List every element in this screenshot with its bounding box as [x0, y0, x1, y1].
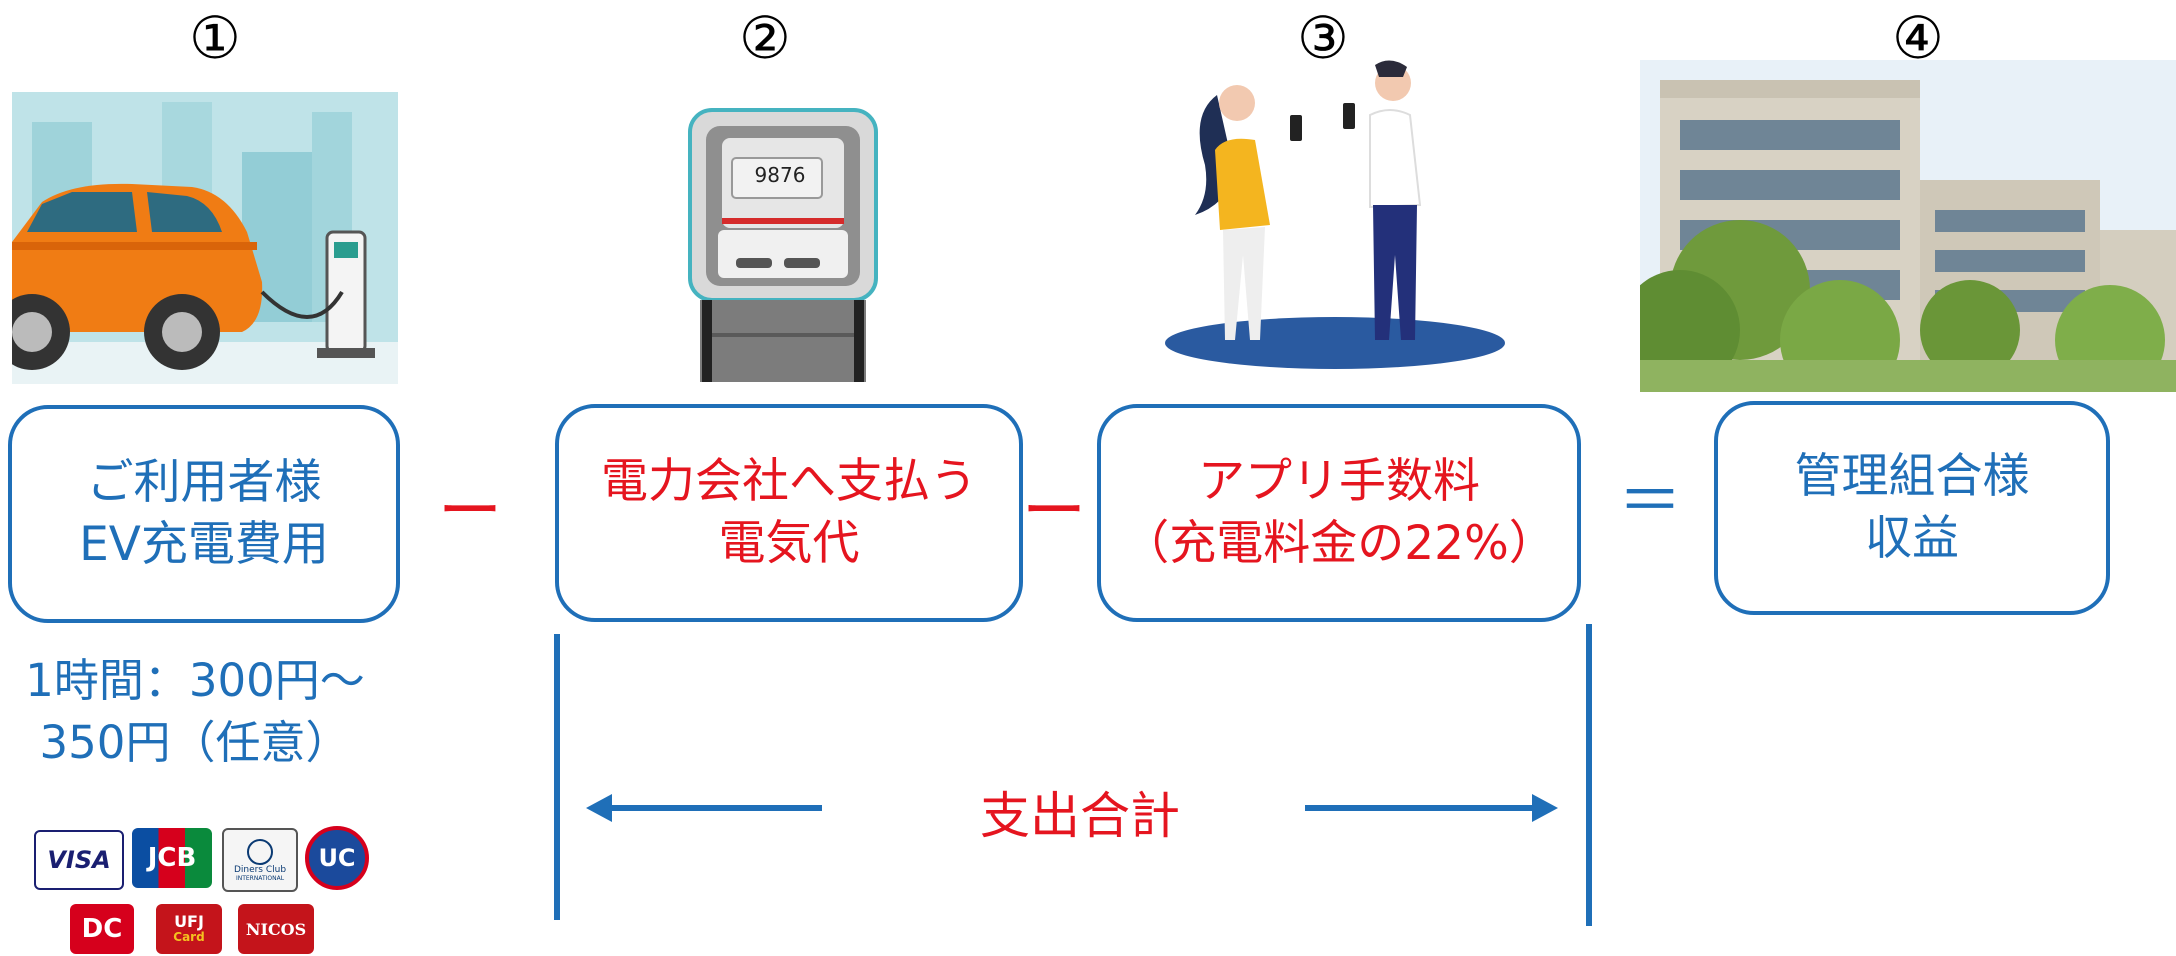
app-fee-box: アプリ手数料 （充電料金の22%）	[1097, 404, 1581, 622]
step-number-3: ③	[1297, 4, 1349, 72]
price-note-line1: 1時間：300円～	[25, 654, 365, 707]
electricity-cost-line2: 電気代	[718, 516, 860, 571]
app-users-illustration	[1165, 55, 1505, 370]
diners-club-subtext: INTERNATIONAL	[235, 874, 285, 882]
uc-logo: UC	[305, 826, 369, 890]
dc-logo: DC	[70, 904, 134, 954]
minus-operator-2: ー	[1022, 475, 1086, 549]
equals-operator: ＝	[1618, 465, 1682, 539]
jcb-logo-text: JCB	[147, 843, 197, 873]
app-fee-line2: （充電料金の22%）	[1122, 516, 1556, 571]
step-number-2: ②	[739, 4, 791, 72]
price-note-line2: 350円（任意）	[39, 716, 351, 769]
condominium-photo	[1640, 60, 2176, 392]
meter-reading: 9876	[754, 163, 806, 187]
expense-right-arrowhead	[1532, 794, 1558, 822]
visa-logo: VISA	[34, 830, 124, 890]
expense-total-label: 支出合計	[980, 787, 1180, 845]
association-revenue-box: 管理組合様 収益	[1714, 401, 2110, 615]
user-charging-fee-line1: ご利用者様	[86, 455, 322, 510]
nicos-logo: NICOS	[238, 904, 314, 954]
dc-logo-text: DC	[81, 914, 123, 944]
expense-left-bracket	[554, 634, 560, 920]
nicos-logo-text: NICOS	[245, 919, 307, 939]
diners-club-logo: Diners Club INTERNATIONAL	[222, 828, 298, 892]
uc-logo-text: UC	[318, 844, 356, 872]
electric-meter-illustration: 9876	[688, 108, 878, 382]
user-charging-fee-box: ご利用者様 EV充電費用	[8, 405, 400, 623]
diners-club-text: Diners Club	[233, 864, 287, 875]
expense-left-arrow-line	[606, 805, 822, 811]
ufj-logo-text: UFJ	[174, 912, 204, 931]
jcb-logo: JCB	[132, 828, 212, 888]
electricity-cost-line1: 電力会社へ支払う	[601, 454, 977, 509]
ev-charging-illustration	[12, 92, 398, 384]
ufj-logo-subtext: Card	[173, 930, 205, 944]
diners-club-icon	[247, 838, 273, 865]
price-note: 1時間：300円～ 350円（任意）	[0, 650, 390, 774]
association-revenue-line1: 管理組合様	[1794, 449, 2030, 504]
expense-right-arrow-line	[1305, 805, 1535, 811]
ufj-card-logo: UFJ Card	[156, 904, 222, 954]
minus-operator-1: ー	[438, 475, 502, 549]
visa-logo-text: VISA	[47, 846, 111, 874]
step-number-1: ①	[189, 4, 241, 72]
expense-right-bracket	[1586, 624, 1592, 926]
association-revenue-line2: 収益	[1865, 511, 1959, 566]
app-fee-line1: アプリ手数料	[1198, 454, 1480, 509]
expense-left-arrowhead	[586, 794, 612, 822]
user-charging-fee-line2: EV充電費用	[79, 517, 329, 572]
electricity-cost-box: 電力会社へ支払う 電気代	[555, 404, 1023, 622]
